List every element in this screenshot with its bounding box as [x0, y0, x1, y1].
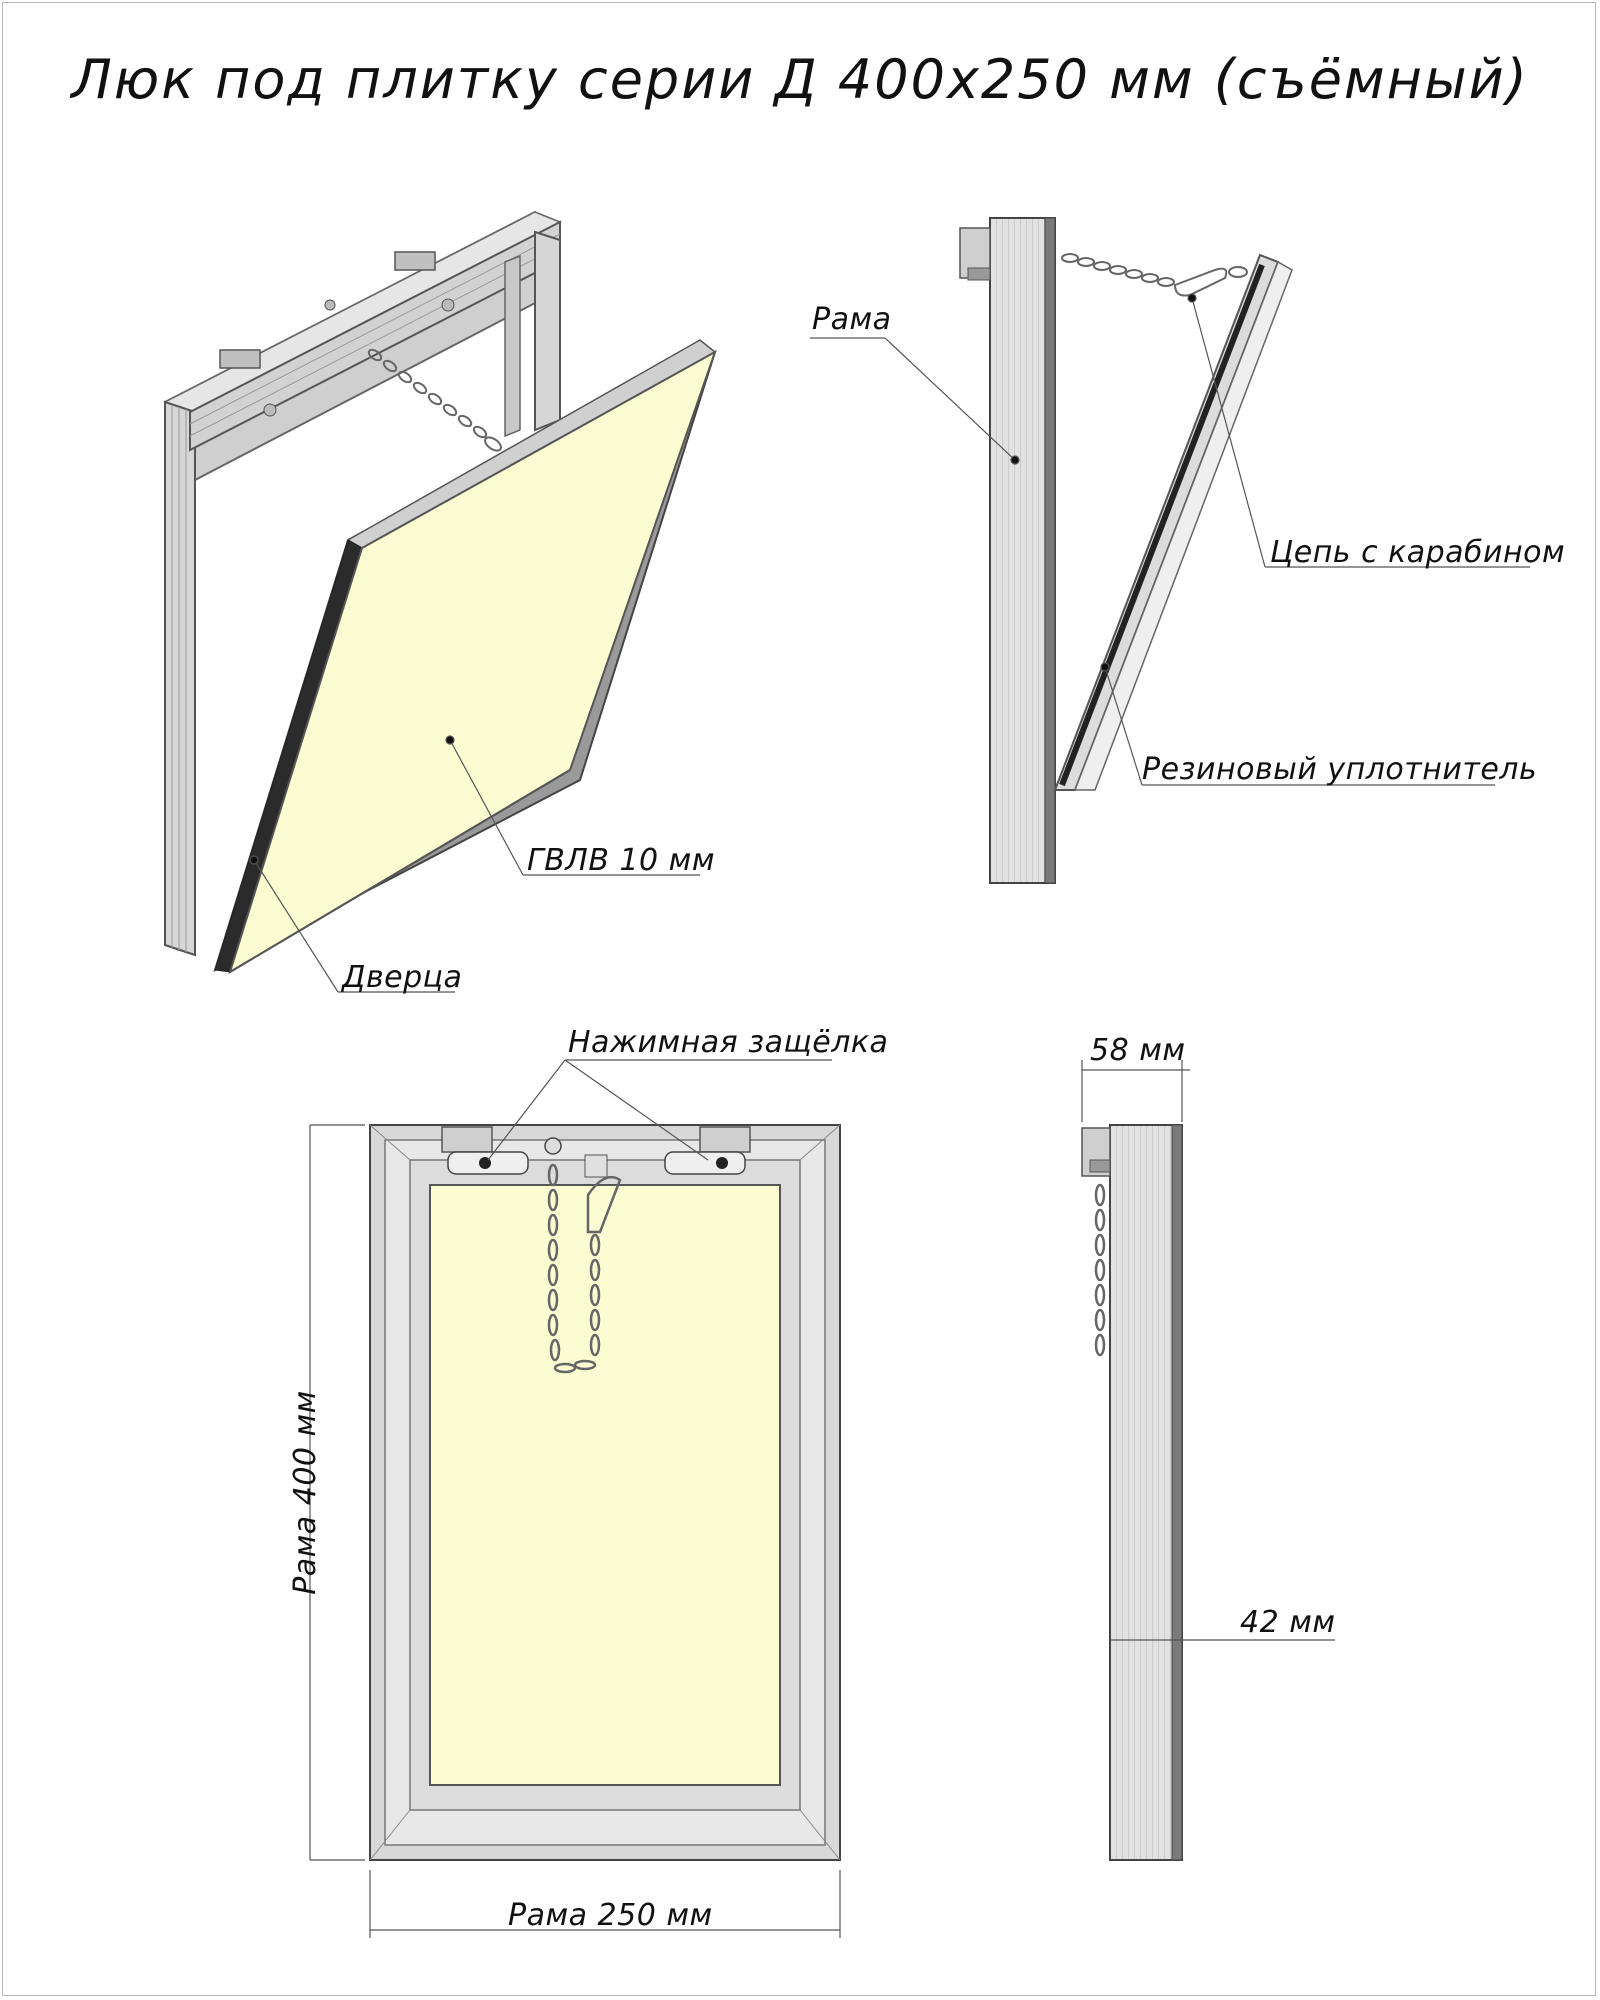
drawing-title: Люк под плитку серии Д 400x250 мм (съёмн…	[71, 48, 1529, 111]
label-depth-frame: 42 мм	[1240, 1605, 1336, 1640]
label-depth-total: 58 мм	[1090, 1033, 1186, 1068]
label-frame-height: Рама 400 мм	[287, 1390, 323, 1595]
side-frame-profile	[989, 217, 1056, 884]
label-frame-width: Рама 250 мм	[508, 1898, 713, 1933]
iso-leaders	[249, 735, 700, 993]
iso-chain	[367, 348, 502, 452]
closed-dimensions	[1081, 1060, 1335, 1641]
front-latches	[441, 1126, 751, 1178]
side-seal	[1059, 263, 1265, 787]
label-gvlv: ГВЛВ 10 мм	[527, 843, 715, 878]
label-chain: Цепь с карабином	[1270, 535, 1566, 570]
front-panel	[429, 1184, 781, 1786]
front-chain	[547, 1163, 622, 1374]
label-seal: Резиновый уплотнитель	[1142, 752, 1538, 787]
isometric-view	[163, 210, 717, 993]
label-latch: Нажимная защёлка	[568, 1025, 889, 1060]
front-view	[309, 1059, 841, 1938]
front-dimensions	[309, 1124, 841, 1938]
iso-frame	[163, 210, 562, 957]
closed-profile	[1109, 1124, 1183, 1861]
side-view-closed	[1081, 1060, 1335, 1861]
latch-leaders	[487, 1059, 832, 1161]
label-door: Дверца	[342, 960, 463, 995]
side-chain	[1061, 253, 1248, 297]
closed-chain	[1094, 1183, 1106, 1357]
label-frame-side: Рама	[812, 302, 892, 337]
side-view-open	[810, 217, 1530, 884]
iso-door	[213, 339, 717, 975]
side-leaders	[810, 293, 1530, 786]
